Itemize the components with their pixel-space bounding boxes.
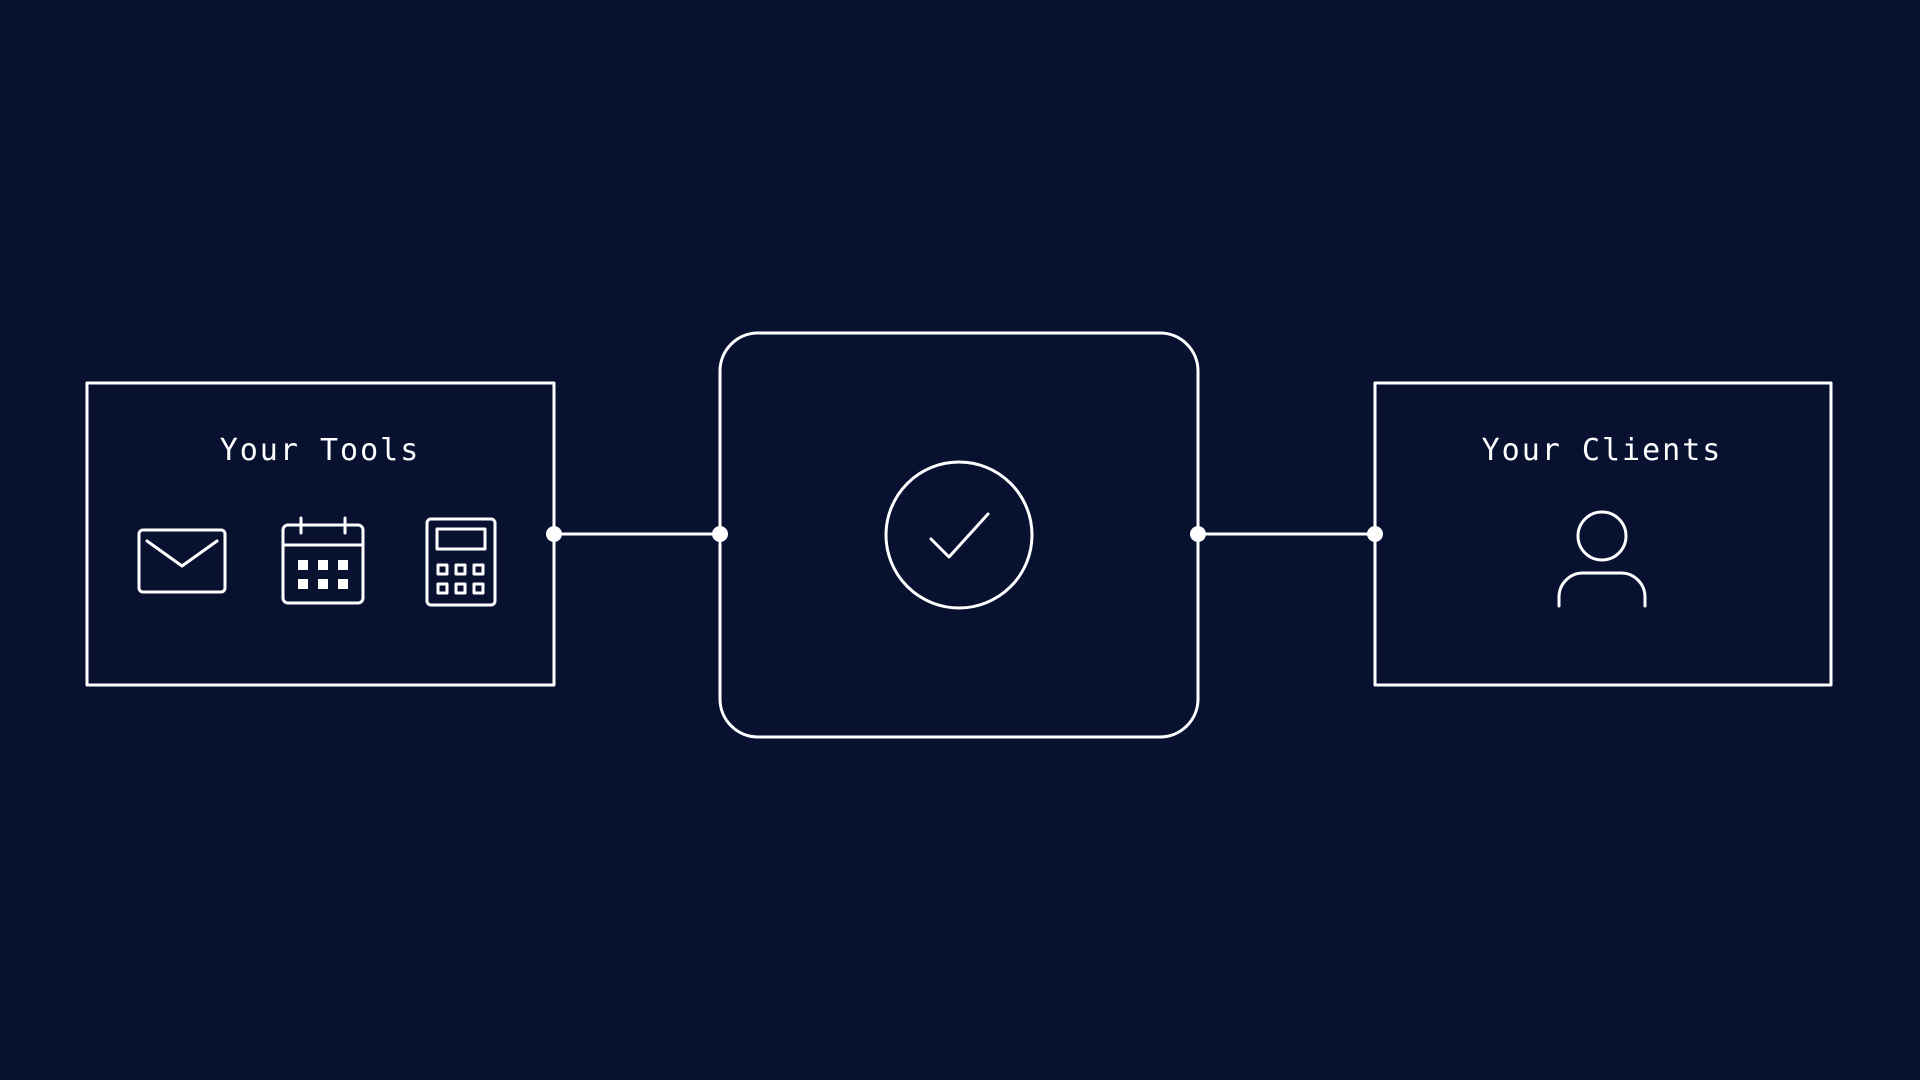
- tools-box: Your Tools: [85, 381, 556, 687]
- calculator-icon: [425, 517, 497, 607]
- clients-box-label: Your Clients: [1482, 433, 1723, 468]
- tools-box-label: Your Tools: [220, 433, 421, 468]
- clients-box-frame: [1373, 381, 1833, 687]
- calendar-icon: [281, 516, 365, 605]
- center-box: [718, 331, 1200, 739]
- clients-box: Your Clients: [1373, 381, 1833, 687]
- connector-node: [1190, 526, 1206, 542]
- user-icon: [1557, 510, 1647, 608]
- connector-center-to-clients: [1190, 526, 1383, 542]
- connector-node: [546, 526, 562, 542]
- connector-tools-to-center: [546, 526, 728, 542]
- mail-icon: [137, 528, 227, 594]
- checkmark-circle-icon: [884, 460, 1034, 610]
- center-box-frame: [718, 331, 1200, 739]
